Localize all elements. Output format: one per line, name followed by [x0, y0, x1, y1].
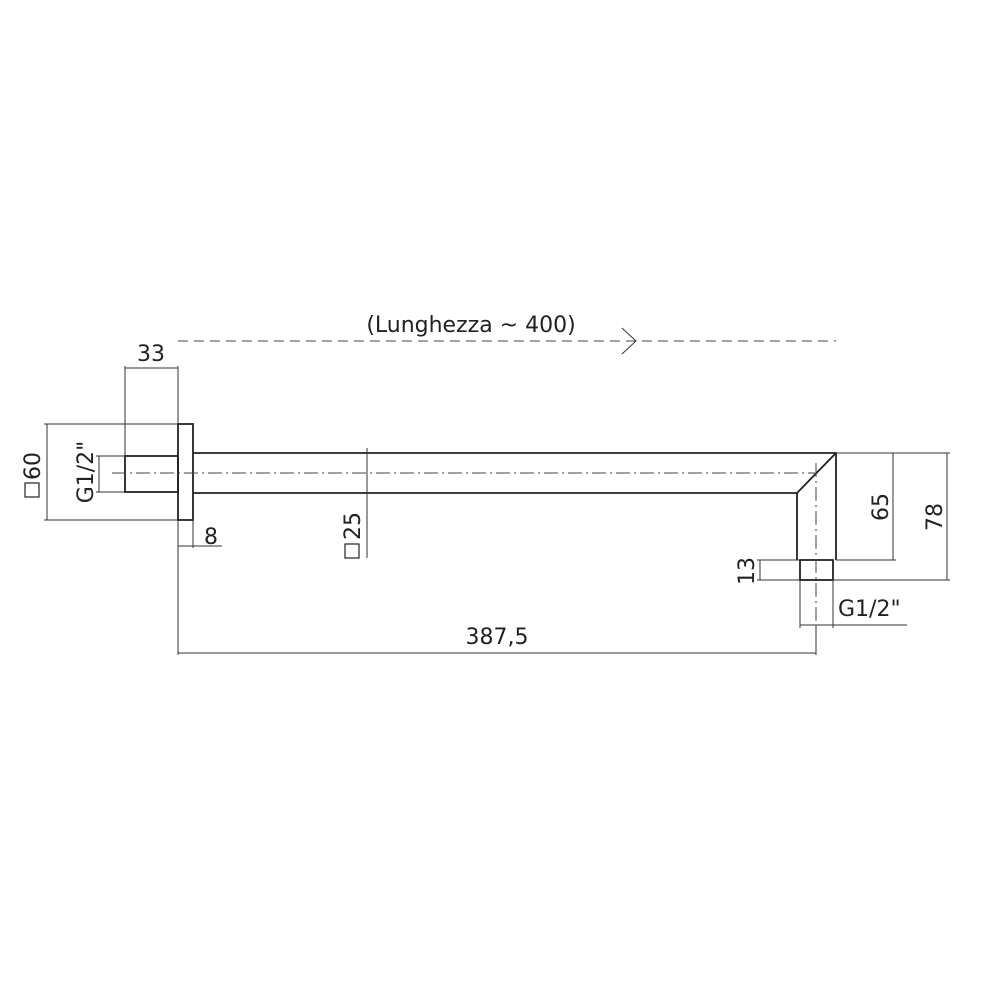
dimension-25-text: 25: [341, 512, 366, 540]
dimension-thread-right: [799, 580, 907, 628]
shower-arm-inner: [193, 492, 798, 560]
dimension-33-text: 33: [137, 342, 165, 367]
length-note-text: (Lunghezza ~ 400): [366, 313, 575, 338]
dimension-78-text: 78: [923, 503, 948, 531]
dimension-387-5: [177, 520, 817, 655]
dimension-387-5-text: 387,5: [466, 625, 529, 650]
square-symbol-60: [24, 482, 40, 498]
dimension-33: [124, 366, 179, 456]
dimension-65: [836, 452, 896, 561]
dimension-13-text: 13: [735, 557, 760, 585]
thread-right-text: G1/2": [838, 597, 901, 622]
dimension-65-text: 65: [869, 493, 894, 521]
dimension-78: [833, 452, 950, 581]
square-symbol-25: [344, 543, 360, 559]
dimension-8-text: 8: [204, 525, 218, 550]
dimension-60-text: 60: [21, 452, 46, 480]
left-threaded-connector: [124, 455, 179, 493]
thread-left-text: G1/2": [74, 441, 99, 504]
wall-flange: [177, 423, 194, 521]
dimension-13: [757, 559, 800, 581]
dimension-60: [44, 423, 178, 521]
dimension-thread-left: [96, 455, 125, 493]
shower-arm-outer: [193, 452, 837, 560]
length-note-line: [178, 327, 836, 355]
